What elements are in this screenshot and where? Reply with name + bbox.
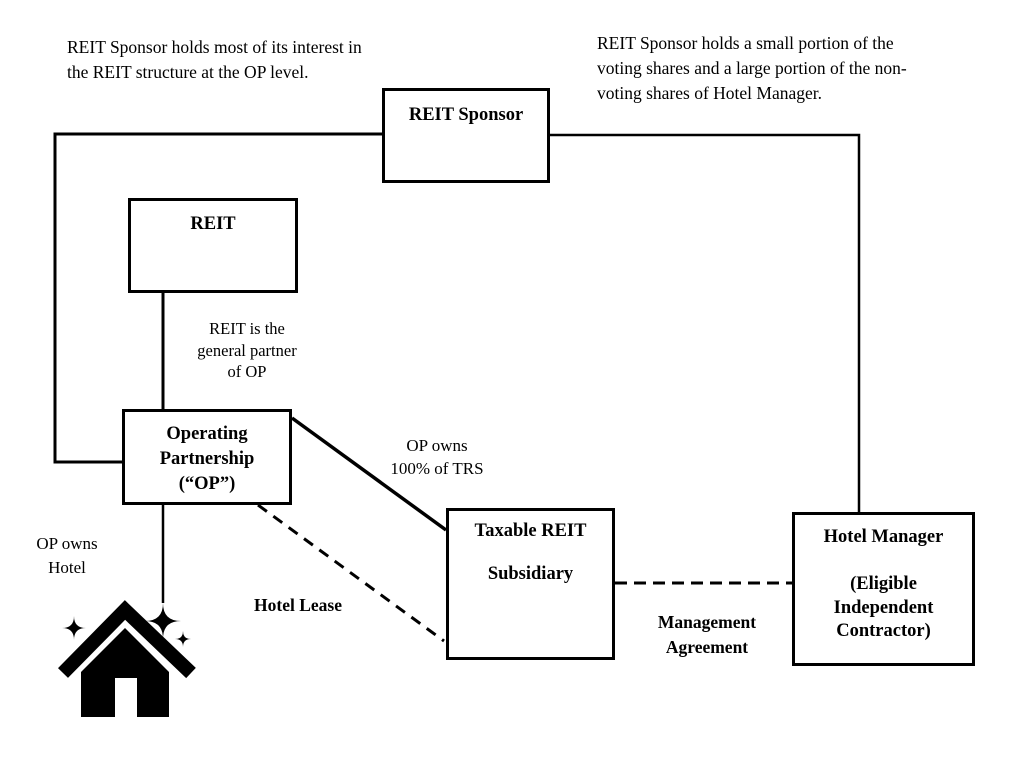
sponsor-manager-note: REIT Sponsor holds a small portion of th… [597, 33, 907, 103]
node-taxable-reit-subsidiary: Taxable REIT Subsidiary [446, 508, 615, 660]
house-roof [58, 600, 196, 679]
house-body [81, 628, 169, 717]
edge-label-op-owns-hotel: OP owns Hotel [36, 534, 98, 577]
edge-label-management-agreement: Management Agreement [657, 612, 757, 657]
edge-label-hotel-lease: Hotel Lease [254, 595, 342, 615]
sponsor-to-hotel-manager-line [550, 133, 861, 512]
hotel-house-icon [58, 600, 196, 717]
sparkle-icon-left [62, 616, 86, 640]
house-door [115, 678, 137, 717]
node-operating-partnership: Operating Partnership (“OP”) [122, 409, 292, 505]
edge-label-op-owns-trs: OP owns 100% of TRS [390, 436, 484, 478]
sparkle-icon-large [145, 603, 181, 639]
node-hotel-manager: Hotel Manager (Eligible Independent Cont… [792, 512, 975, 666]
sparkle-icon-small [175, 631, 191, 647]
sponsor-op-note: REIT Sponsor holds most of its interest … [67, 37, 362, 82]
edge-label-reit-general-partner: REIT is the general partner of OP [197, 319, 297, 381]
hotel-lease-dashed-line [257, 503, 445, 643]
node-reit-sponsor: REIT Sponsor [382, 88, 550, 183]
node-reit: REIT [128, 198, 298, 293]
